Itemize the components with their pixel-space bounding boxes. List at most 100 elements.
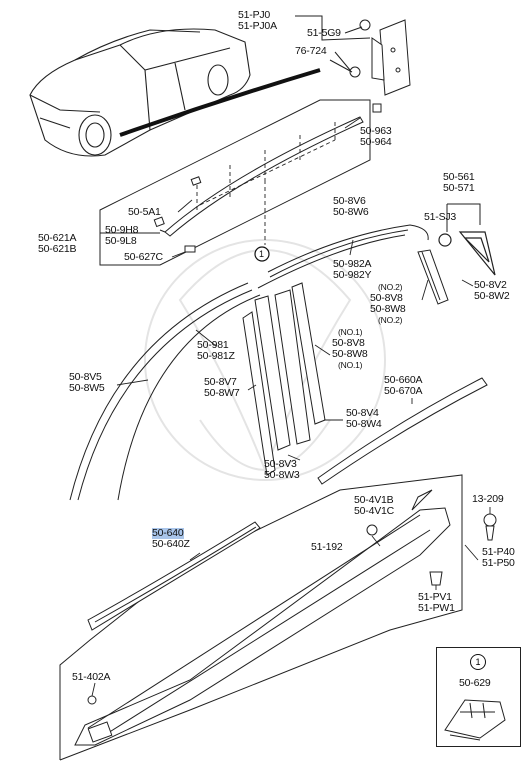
label-8v5-line2: 50-8W5 <box>69 382 105 394</box>
car-molding-strip <box>119 68 321 137</box>
label-981: 50-981 50-981Z <box>197 340 235 362</box>
label-sj3: 51-SJ3 <box>424 211 457 223</box>
belt-molding-660 <box>317 377 488 485</box>
label-8v5: 50-8V5 50-8W5 <box>69 372 105 394</box>
label-8v4-line1: 50-8V4 <box>346 407 379 419</box>
leader-76724 <box>334 51 351 71</box>
label-pv1: 51-PV1 51-PW1 <box>418 592 455 614</box>
label-963: 50-963 50-964 <box>360 126 392 148</box>
pillar-moldings <box>242 282 326 476</box>
car-illustration <box>29 28 251 157</box>
bracket-561 <box>446 203 481 232</box>
label-8v8-no2-line4: (NO.2) <box>378 315 403 325</box>
label-981-line1: 50-981 <box>197 339 229 351</box>
ref-marker-1-roof <box>254 246 270 262</box>
label-621-line1: 50-621A <box>38 232 77 244</box>
label-p40-line2: 51-P50 <box>482 557 515 569</box>
label-5a1: 50-5A1 <box>128 206 161 218</box>
label-leaders <box>100 117 474 461</box>
label-8v6: 50-8V6 50-8W6 <box>333 196 369 218</box>
label-8v8-no1: (NO.1) 50-8V8 50-8W8 (NO.1) <box>332 327 368 371</box>
label-640-line2: 50-640Z <box>152 538 190 550</box>
label-8v7-line2: 50-8W7 <box>204 387 240 399</box>
clips <box>87 489 497 705</box>
label-561: 50-561 50-571 <box>443 172 475 194</box>
label-8v7-line1: 50-8V7 <box>204 376 237 388</box>
label-627: 50-627C <box>124 251 163 263</box>
label-9h8: 50-9H8 50-9L8 <box>105 225 138 247</box>
label-561-line2: 50-571 <box>443 182 475 194</box>
label-8v3: 50-8V3 50-8W3 <box>264 459 300 481</box>
label-8v8-no2: (NO.2) 50-8V8 50-8W8 (NO.2) <box>370 282 406 326</box>
label-8v8-no1-line2: 50-8V8 <box>332 337 365 349</box>
label-660-line1: 50-660A <box>384 374 423 386</box>
label-8v2-line2: 50-8W2 <box>474 290 510 302</box>
label-51192: 51-192 <box>311 541 343 553</box>
label-8v8-no2-line2: 50-8V8 <box>370 292 403 304</box>
label-8v4: 50-8V4 50-8W4 <box>346 408 382 430</box>
label-8v7: 50-8V7 50-8W7 <box>204 377 240 399</box>
label-8v2: 50-8V2 50-8W2 <box>474 280 510 302</box>
leaders-lower <box>91 507 491 697</box>
label-640-line1-highlighted: 50-640 <box>152 527 184 539</box>
label-pj0-line1: 51-PJ0 <box>238 9 271 21</box>
label-4v1-line2: 50-4V1C <box>354 505 395 517</box>
label-pj0-line2: 51-PJ0A <box>238 20 277 32</box>
label-4v1: 50-4V1B 50-4V1C <box>354 495 394 517</box>
side-sill-box <box>59 474 463 761</box>
a-pillar-molding <box>69 282 261 501</box>
label-561-line1: 50-561 <box>443 171 475 183</box>
label-8v2-line1: 50-8V2 <box>474 279 507 291</box>
label-pj0: 51-PJ0 51-PJ0A <box>238 10 277 32</box>
label-660: 50-660A 50-670A <box>384 374 423 397</box>
upper-window-molding <box>257 224 429 289</box>
label-640: 50-640 50-640Z <box>152 528 190 550</box>
fender-bracket <box>329 19 411 96</box>
side-sill-garnish <box>74 507 451 746</box>
label-402: 51-402A <box>72 671 111 683</box>
label-8v8-no2-line3: 50-8W8 <box>370 303 406 315</box>
label-621-line2: 50-621B <box>38 243 77 255</box>
label-981-line2: 50-981Z <box>197 350 235 362</box>
ref-marker-1-roof-number: 1 <box>259 249 264 259</box>
label-4v1-line1: 50-4V1B <box>354 494 394 506</box>
label-963-line2: 50-964 <box>360 136 392 148</box>
label-8v8-no1-line4: (NO.1) <box>338 360 363 370</box>
label-8v6-line2: 50-8W6 <box>333 206 369 218</box>
corner-piece-561 <box>438 231 496 276</box>
label-9h8-line1: 50-9H8 <box>105 224 139 236</box>
quarter-molding-8v2 <box>417 249 449 305</box>
label-982: 50-982A 50-982Y <box>333 258 372 281</box>
label-982-line2: 50-982Y <box>333 269 372 281</box>
label-p40: 51-P40 51-P50 <box>482 547 515 569</box>
leader-5g9 <box>344 26 363 34</box>
label-8v3-line1: 50-8V3 <box>264 458 297 470</box>
label-629: 50-629 <box>459 677 491 689</box>
label-76724: 76-724 <box>295 45 327 57</box>
leader-pj0 <box>295 15 371 41</box>
ref-marker-1-inset: 1 <box>470 654 486 670</box>
label-982-line1: 50-982A <box>333 258 372 270</box>
roof-dashed-lines <box>196 122 336 245</box>
label-5g9: 51-5G9 <box>307 27 341 39</box>
label-8v8-no2-line1: (NO.2) <box>378 282 403 292</box>
label-8v8-no1-line3: 50-8W8 <box>332 348 368 360</box>
label-pv1-line1: 51-PV1 <box>418 591 452 603</box>
label-13209: 13-209 <box>472 493 504 505</box>
label-621: 50-621A 50-621B <box>38 232 77 255</box>
label-660-line2: 50-670A <box>384 385 423 397</box>
label-pv1-line2: 51-PW1 <box>418 602 455 614</box>
label-9h8-line2: 50-9L8 <box>105 235 137 247</box>
roof-molding <box>153 103 382 253</box>
label-8v5-line1: 50-8V5 <box>69 371 102 383</box>
label-8v3-line2: 50-8W3 <box>264 469 300 481</box>
inset-clip-drawing <box>444 699 506 741</box>
door-molding-640 <box>87 521 261 631</box>
label-8v4-line2: 50-8W4 <box>346 418 382 430</box>
label-963-line1: 50-963 <box>360 125 392 137</box>
label-p40-line1: 51-P40 <box>482 546 515 558</box>
inset-box: 1 50-629 <box>436 647 521 747</box>
label-8v8-no1-line1: (NO.1) <box>338 327 363 337</box>
roof-molding-box <box>99 99 371 266</box>
